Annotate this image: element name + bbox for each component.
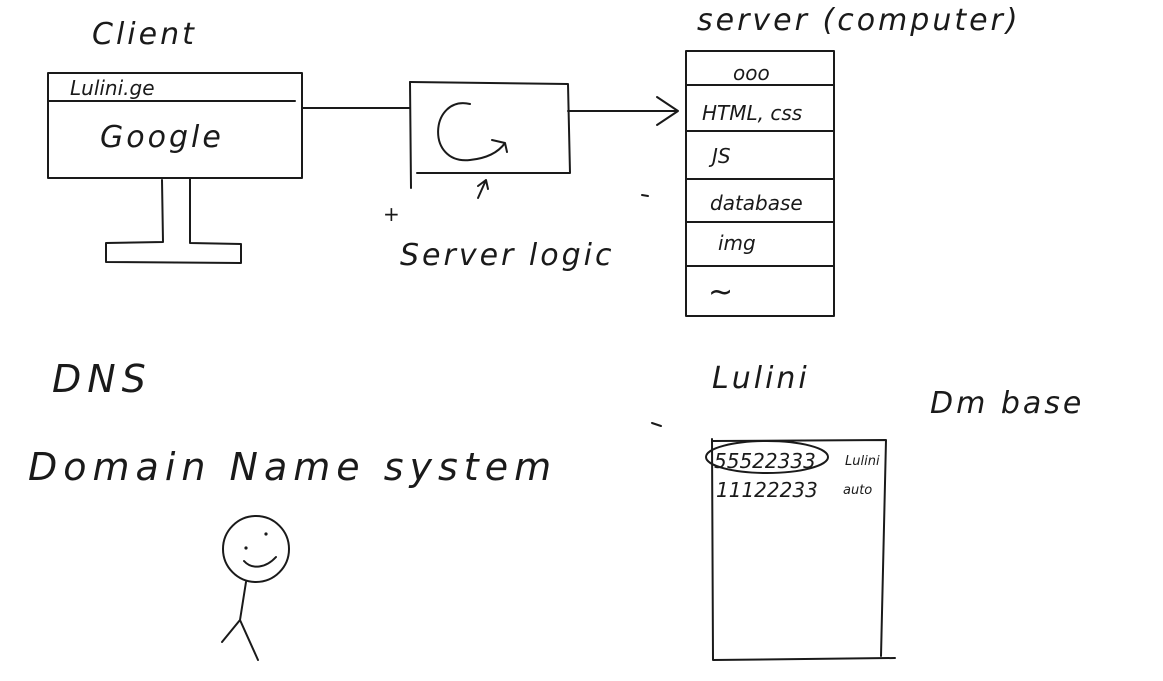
user-smile xyxy=(243,556,277,568)
user-figure xyxy=(221,515,290,661)
monitor-screen xyxy=(47,72,303,179)
server-row: img xyxy=(718,231,756,255)
server-logic: Server logic + xyxy=(383,81,614,273)
user-eye xyxy=(264,532,268,536)
dns-abbr: DNS xyxy=(52,357,152,401)
server-stack: server (computer) ooo HTML, css JS datab… xyxy=(685,3,1021,317)
arrow-head-icon xyxy=(656,96,679,126)
logic-box xyxy=(409,81,571,174)
plus-mark: + xyxy=(383,202,400,226)
highlight-circle xyxy=(705,440,829,474)
client-monitor: Client Lulini.ge Google xyxy=(47,17,303,264)
server-row: ~ xyxy=(708,275,736,310)
logic-box-left-edge xyxy=(409,81,412,189)
table-name: Lulini xyxy=(845,454,880,469)
user-body xyxy=(221,581,259,661)
server-row: database xyxy=(710,191,803,215)
browser-content-label: Google xyxy=(100,120,224,155)
dns-notes: DNS Domain Name system xyxy=(28,357,557,489)
refresh-icon xyxy=(437,102,508,162)
server-logic-label: Server logic xyxy=(400,238,614,273)
server-row: ooo xyxy=(733,61,770,85)
stray-dash xyxy=(641,194,649,197)
user-eye xyxy=(244,546,248,550)
table-number: 55522333 xyxy=(714,449,816,473)
monitor-stand xyxy=(105,177,242,264)
side-note: Dm base xyxy=(930,386,1084,421)
server-title: server (computer) xyxy=(697,3,1021,38)
dns-table: Lulini Dm base 55522333 Lulini 11122233 … xyxy=(651,361,1084,661)
table-name: auto xyxy=(843,483,872,498)
up-arrow-icon xyxy=(477,179,489,199)
stray-dash xyxy=(651,422,662,427)
user-head xyxy=(222,515,290,583)
server-row: JS xyxy=(708,144,731,168)
table-number: 11122233 xyxy=(716,478,818,502)
browser-tab-label: Lulini.ge xyxy=(70,76,155,100)
table-title: Lulini xyxy=(712,361,810,396)
client-title: Client xyxy=(92,17,197,52)
dns-full: Domain Name system xyxy=(28,445,557,489)
server-column xyxy=(685,50,835,317)
server-row: HTML, css xyxy=(702,101,802,125)
